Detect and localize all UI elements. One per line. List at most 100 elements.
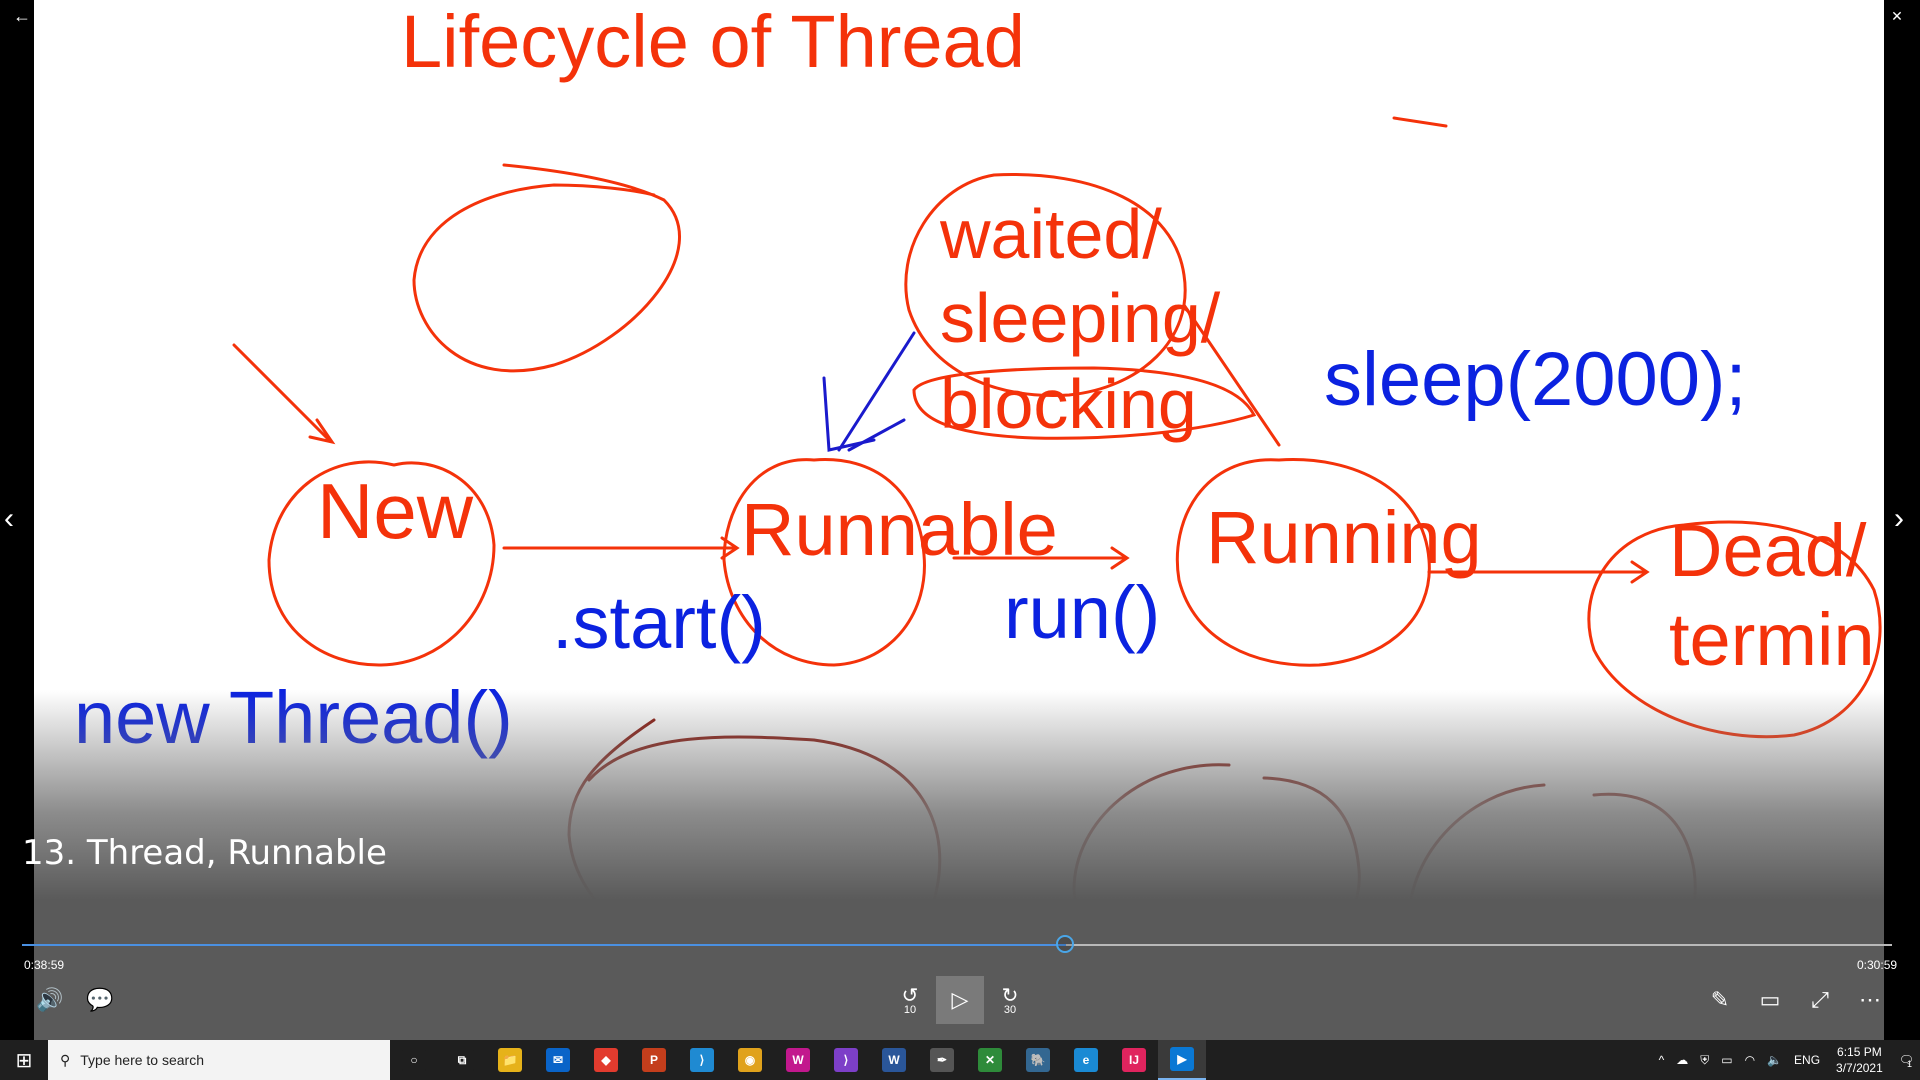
stray-stroke <box>1392 116 1448 128</box>
search-placeholder: Type here to search <box>80 1052 205 1068</box>
new-arrow-head <box>308 418 336 445</box>
chrome-icon: ◉ <box>738 1048 762 1072</box>
more-options-icon[interactable]: ⋯ <box>1859 987 1881 1012</box>
rewind-button[interactable]: ↺ 10 <box>892 984 928 1020</box>
word-icon: W <box>882 1048 906 1072</box>
state-running: Running <box>1206 496 1482 579</box>
taskbar-app-task-view[interactable]: ⧉ <box>438 1040 486 1080</box>
taskbar-apps: ○ ⧉ 📁 ✉ ◆ P ⟩ ◉ W ⟩ W ✒ ✕ 🐘 e IJ ▶ <box>390 1040 1206 1080</box>
battery-icon[interactable]: ▭ <box>1721 1053 1733 1067</box>
movies-tv-icon: ▶ <box>1170 1047 1194 1071</box>
state-dead-line1: Dead/ <box>1669 509 1867 592</box>
current-time: 0:38:59 <box>24 958 65 972</box>
previous-video-arrow-icon[interactable]: ‹ <box>4 502 14 535</box>
forward-icon: ↻ <box>1001 985 1019 1007</box>
taskbar-app-chrome[interactable]: ◉ <box>726 1040 774 1080</box>
total-time: 0:30:59 <box>1857 958 1898 972</box>
taskbar-app-excel-tool[interactable]: ✕ <box>966 1040 1014 1080</box>
taskbar-app-mail[interactable]: ✉ <box>534 1040 582 1080</box>
wifi-icon[interactable]: ◠ <box>1744 1053 1756 1067</box>
taskbar-app-visual-studio[interactable]: ⟩ <box>822 1040 870 1080</box>
play-icon: ▷ <box>951 987 969 1012</box>
system-tray: ^ ☁ ⛨ ▭ ◠ 🔈 ENG 6:15 PM 3/7/2021 🗨1 <box>1653 1040 1920 1080</box>
close-button[interactable]: ✕ <box>1891 7 1903 24</box>
new-to-runnable-head <box>720 536 740 560</box>
state-dead-line2: termin <box>1669 598 1875 681</box>
intellij-icon: IJ <box>1122 1048 1146 1072</box>
waiting-circle <box>904 173 1187 398</box>
state-waiting-line2: sleeping/ <box>940 279 1221 357</box>
taskbar-app-movies-tv[interactable]: ▶ <box>1158 1040 1206 1080</box>
speaker-icon[interactable]: 🔈 <box>1767 1053 1783 1067</box>
state-runnable: Runnable <box>741 488 1058 571</box>
running-to-dead-head <box>1630 560 1650 584</box>
volume-icon[interactable]: 🔊 <box>36 987 64 1012</box>
taskbar-app-vscode[interactable]: ⟩ <box>678 1040 726 1080</box>
new-arrow-line <box>232 343 331 442</box>
taskbar-app-intellij[interactable]: IJ <box>1110 1040 1158 1080</box>
taskbar-search-box[interactable]: ⚲ Type here to search <box>48 1040 390 1080</box>
forward-label: 30 <box>1003 1004 1017 1016</box>
progress-fill <box>22 944 1066 946</box>
video-frame[interactable]: Lifecycle of Thread <box>34 0 1884 1040</box>
state-new: New <box>317 467 474 555</box>
file-explorer-icon: 📁 <box>498 1048 522 1072</box>
play-button[interactable]: ▷ <box>936 976 984 1024</box>
state-waiting-line1: waited/ <box>939 195 1162 273</box>
back-arrow-icon: ← <box>13 5 31 26</box>
anydesk-icon: ◆ <box>594 1048 618 1072</box>
method-sleep: sleep(2000); <box>1324 337 1747 422</box>
fullscreen-icon[interactable]: ⤢ <box>1811 987 1829 1012</box>
start-button[interactable]: ⊞ <box>0 1040 48 1080</box>
visual-studio-icon: ⟩ <box>834 1048 858 1072</box>
progress-thumb[interactable] <box>1056 935 1074 953</box>
clock-time: 6:15 PM <box>1837 1045 1882 1059</box>
onedrive-icon[interactable]: ☁ <box>1676 1053 1689 1067</box>
powerpoint-icon: P <box>642 1048 666 1072</box>
taskbar-app-inkscape[interactable]: ✒ <box>918 1040 966 1080</box>
blocking-underline <box>912 366 1257 440</box>
pen-icon[interactable]: ✎ <box>1710 987 1730 1012</box>
webstorm-icon: W <box>786 1048 810 1072</box>
new-circle <box>267 460 496 667</box>
taskbar-app-edge[interactable]: e <box>1062 1040 1110 1080</box>
waiting-to-running-line <box>1182 303 1281 447</box>
task-view-icon: ⧉ <box>450 1048 474 1072</box>
taskbar-app-postgres[interactable]: 🐘 <box>1014 1040 1062 1080</box>
slide-title: Lifecycle of Thread <box>401 0 1025 83</box>
whiteboard-drawing: Lifecycle of Thread <box>74 0 1882 1019</box>
cortana-icon: ○ <box>402 1048 426 1072</box>
taskbar-app-anydesk[interactable]: ◆ <box>582 1040 630 1080</box>
tray-chevron-icon[interactable]: ^ <box>1658 1053 1665 1067</box>
subtitles-icon[interactable]: 💬 <box>86 987 114 1012</box>
next-video-arrow-icon[interactable]: › <box>1894 502 1904 535</box>
forward-button[interactable]: ↻ 30 <box>992 984 1028 1020</box>
language-indicator[interactable]: ENG <box>1794 1053 1821 1067</box>
search-icon: ⚲ <box>60 1051 71 1068</box>
vscode-icon: ⟩ <box>690 1048 714 1072</box>
security-icon[interactable]: ⛨ <box>1700 1052 1710 1067</box>
empty-circle-top <box>412 163 681 373</box>
rewind-icon: ↺ <box>901 985 919 1007</box>
windows-logo-icon: ⊞ <box>15 1049 33 1072</box>
video-title: 13. Thread, Runnable <box>22 833 387 873</box>
taskbar-app-word[interactable]: W <box>870 1040 918 1080</box>
blue-arrow-head <box>822 376 876 452</box>
notification-center-icon[interactable]: 🗨1 <box>1893 1053 1920 1069</box>
inkscape-icon: ✒ <box>930 1048 954 1072</box>
excel-tool-icon: ✕ <box>978 1048 1002 1072</box>
taskbar-app-powerpoint[interactable]: P <box>630 1040 678 1080</box>
taskbar-app-cortana[interactable]: ○ <box>390 1040 438 1080</box>
notification-count: 1 <box>1906 1059 1912 1069</box>
state-waiting-line3: blocking <box>940 365 1197 443</box>
edge-icon: e <box>1074 1048 1098 1072</box>
runnable-circle <box>722 458 926 667</box>
taskbar-app-webstorm[interactable]: W <box>774 1040 822 1080</box>
taskbar-app-file-explorer[interactable]: 📁 <box>486 1040 534 1080</box>
rewind-label: 10 <box>903 1004 917 1016</box>
blue-arrow-1 <box>837 331 916 452</box>
mail-icon: ✉ <box>546 1048 570 1072</box>
clock[interactable]: 6:15 PM 3/7/2021 <box>1826 1044 1893 1076</box>
miniview-icon[interactable]: ▭ <box>1759 987 1781 1012</box>
